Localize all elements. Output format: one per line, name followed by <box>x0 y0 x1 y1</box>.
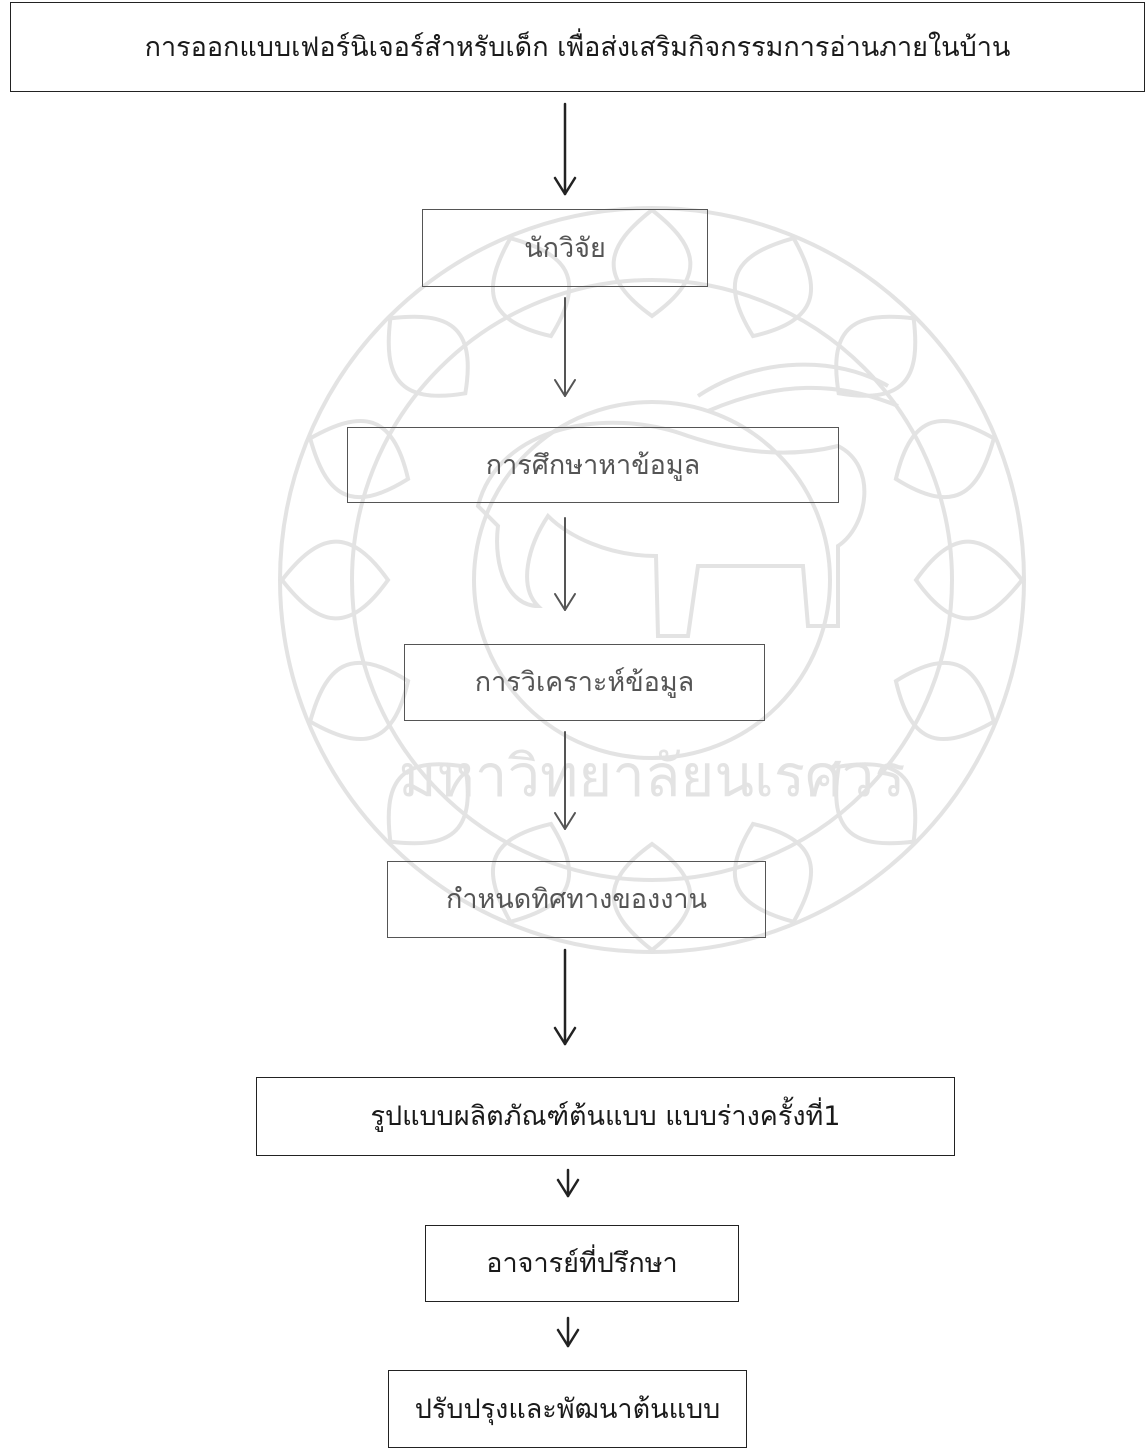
flow-step-advisor-label: อาจารย์ที่ปรึกษา <box>486 1248 678 1279</box>
flow-step-researcher: นักวิจัย <box>422 209 708 287</box>
arrow-down-icon <box>553 102 577 196</box>
flow-step-work-direction: กำหนดทิศทางของงาน <box>387 861 766 938</box>
flow-step-researcher-label: นักวิจัย <box>524 232 606 264</box>
flow-step-data-analysis-label: การวิเคราะห์ข้อมูล <box>474 667 695 698</box>
arrow-down-icon <box>553 948 577 1046</box>
watermark-text: มหาวิทยาลัยนเรศวร <box>398 742 905 810</box>
university-seal-watermark-icon: มหาวิทยาลัยนเรศวร <box>278 206 1026 954</box>
flow-step-information-study: การศึกษาหาข้อมูล <box>347 427 839 503</box>
flow-step-work-direction-label: กำหนดทิศทางของงาน <box>445 884 708 915</box>
arrow-down-icon <box>556 1316 580 1348</box>
flow-step-title-label: การออกแบบเฟอร์นิเจอร์สำหรับเด็ก เพื่อส่ง… <box>144 31 1011 63</box>
arrow-down-icon <box>554 731 576 830</box>
flow-step-advisor: อาจารย์ที่ปรึกษา <box>425 1225 739 1302</box>
flow-step-title: การออกแบบเฟอร์นิเจอร์สำหรับเด็ก เพื่อส่ง… <box>10 2 1145 92</box>
flow-step-improve-prototype: ปรับปรุงและพัฒนาต้นแบบ <box>388 1370 747 1448</box>
flow-step-prototype-draft: รูปแบบผลิตภัณฑ์ต้นแบบ แบบร่างครั้งที่1 <box>256 1077 955 1156</box>
flow-step-improve-prototype-label: ปรับปรุงและพัฒนาต้นแบบ <box>414 1393 721 1425</box>
arrow-down-icon <box>554 517 576 611</box>
flow-step-information-study-label: การศึกษาหาข้อมูล <box>485 449 701 481</box>
flow-step-prototype-draft-label: รูปแบบผลิตภัณฑ์ต้นแบบ แบบร่างครั้งที่1 <box>370 1101 841 1132</box>
arrow-down-icon <box>556 1168 580 1198</box>
arrow-down-icon <box>554 297 576 397</box>
flow-step-data-analysis: การวิเคราะห์ข้อมูล <box>404 644 765 721</box>
